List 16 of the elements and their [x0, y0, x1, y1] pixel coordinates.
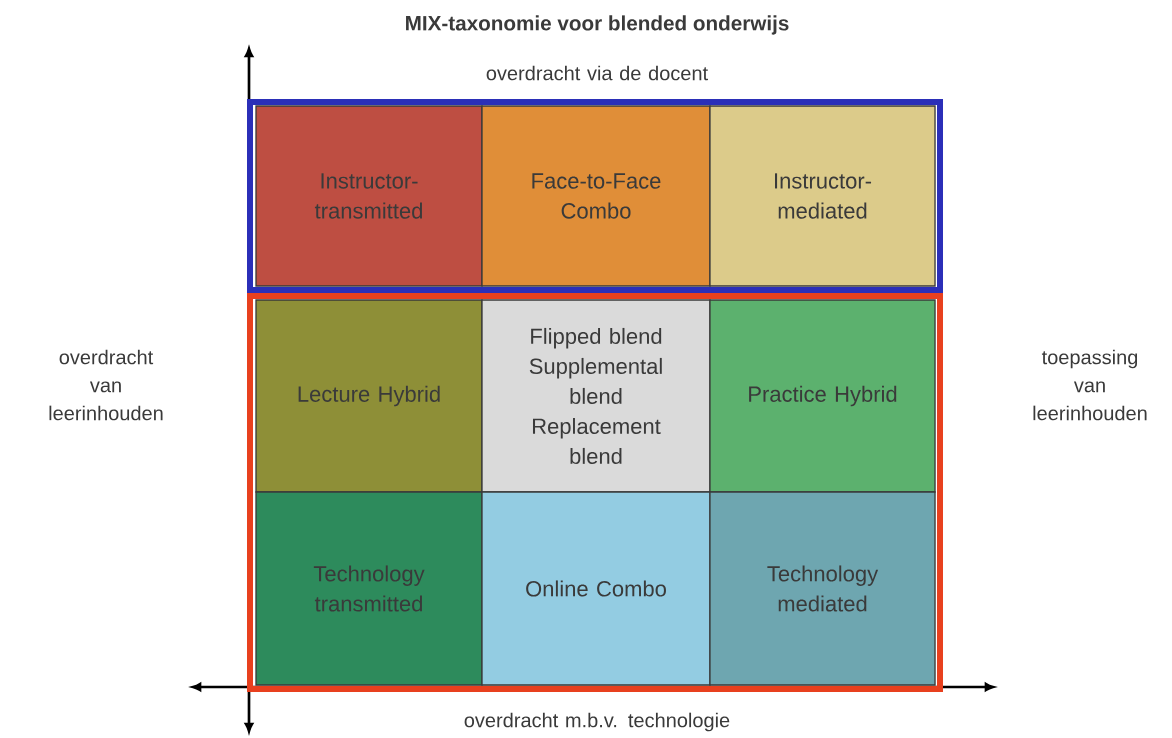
category-cell: Practice Hybrid	[709, 299, 936, 493]
category-cell: Flipped blend Supplemental blend Replacement blend	[481, 299, 711, 493]
category-cell: Online Combo	[481, 491, 711, 686]
axis-label: overdracht van leerinhouden	[49, 349, 163, 421]
category-cell: Technology mediated	[709, 491, 936, 686]
group-frame	[247, 99, 943, 293]
category-cell: Instructor-transmitted	[255, 105, 483, 287]
category-cell: Instructor-mediated	[709, 105, 936, 287]
axis-label: overdracht via de docent	[486, 65, 708, 81]
category-cell: Face-to-Face Combo	[481, 105, 711, 287]
category-cell: Lecture Hybrid	[255, 299, 483, 493]
axis-label: overdracht m.b.v. technologie	[464, 712, 730, 732]
axis-label: toepassing van leerinhouden	[1033, 349, 1147, 421]
group-frame	[247, 292, 943, 693]
title: MIX-taxonomie voor blended onderwijs	[406, 15, 789, 35]
category-cell: Technology transmitted	[255, 491, 483, 686]
